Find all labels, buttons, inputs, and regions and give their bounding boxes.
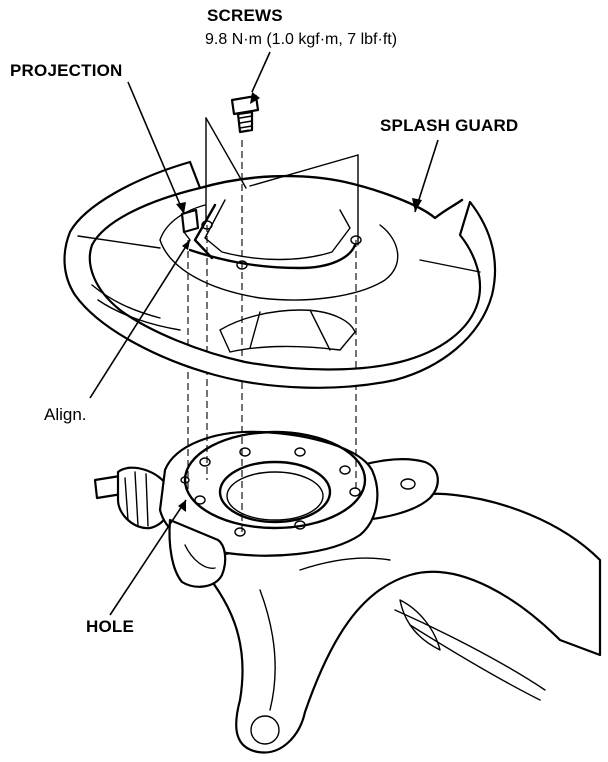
leader-lines	[89, 51, 439, 616]
arrowheads	[176, 92, 422, 512]
steering-knuckle	[93, 430, 602, 754]
splash-guard	[63, 160, 497, 389]
torque-spec: 9.8 N·m (1.0 kgf·m, 7 lbf·ft)	[205, 31, 398, 48]
splash-guard-label: SPLASH GUARD	[380, 116, 519, 135]
projection-label: PROJECTION	[10, 61, 123, 80]
hole-label: HOLE	[86, 617, 135, 636]
screws-label: SCREWS	[207, 6, 283, 25]
align-label: Align.	[44, 405, 87, 424]
